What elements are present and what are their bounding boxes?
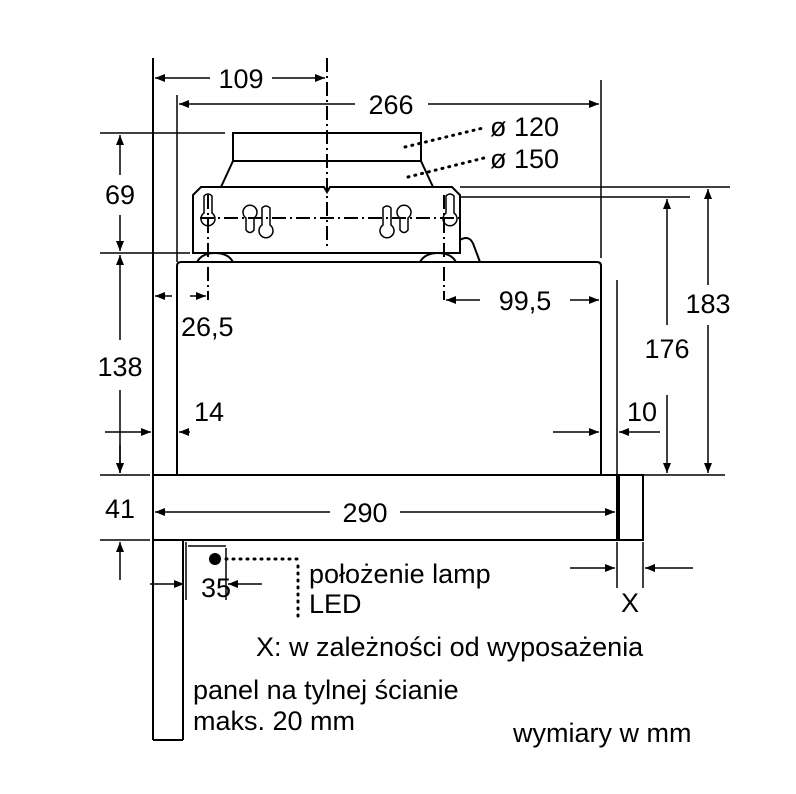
wall-panel — [152, 58, 184, 741]
dim-14: 14 — [194, 397, 224, 427]
dim-41: 41 — [105, 494, 135, 524]
dim-183: 183 — [685, 289, 730, 319]
led-position-marker — [209, 553, 300, 620]
dim-109: 109 — [218, 64, 263, 94]
dimension-lines — [100, 74, 730, 600]
dim-266: 266 — [368, 90, 413, 120]
dim-26-5: 26,5 — [181, 312, 234, 342]
dim-176: 176 — [644, 334, 689, 364]
dim-99-5: 99,5 — [499, 286, 552, 316]
dimension-labels: 109 266 ø 120 ø 150 69 138 41 26,5 99,5 … — [97, 64, 730, 748]
x-note: X: w zależności od wyposażenia — [256, 632, 644, 662]
units-note: wymiary w mm — [512, 718, 691, 748]
dim-dia-120: ø 120 — [490, 112, 559, 142]
led-label-line1: położenie lamp — [309, 559, 491, 589]
center-lines — [200, 58, 460, 300]
panel-note-line2: maks. 20 mm — [193, 706, 355, 736]
dim-10: 10 — [627, 397, 657, 427]
panel-note-line1: panel na tylnej ścianie — [193, 675, 459, 705]
dim-35: 35 — [201, 573, 231, 603]
led-label-line2: LED — [309, 589, 362, 619]
dim-dia-150: ø 150 — [490, 144, 559, 174]
hood-body — [152, 261, 644, 541]
dim-290: 290 — [342, 498, 387, 528]
front-panel — [616, 474, 644, 541]
dim-x: X — [621, 588, 639, 618]
exhaust-connector — [192, 132, 481, 263]
keyhole-slots — [200, 193, 458, 239]
dim-69: 69 — [105, 180, 135, 210]
dim-138: 138 — [97, 352, 142, 382]
